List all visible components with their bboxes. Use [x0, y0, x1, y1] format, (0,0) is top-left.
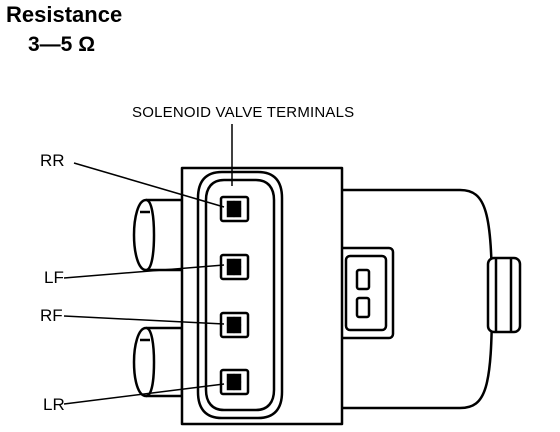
terminal-label-lr: LR [43, 395, 65, 414]
left-port-lower [132, 326, 184, 398]
body-connector [336, 246, 395, 340]
valve-output-stub [486, 256, 522, 334]
terminal-label-rr: RR [40, 151, 65, 170]
terminal-label-rf: RF [40, 306, 63, 325]
terminal-label-lf: LF [44, 268, 64, 287]
terminal-socket-rf [219, 311, 250, 339]
resistance-title: Resistance [6, 2, 123, 27]
leader-line-rr [73, 162, 225, 208]
terminal-socket-lr [219, 368, 250, 396]
resistance-value: 3—5 Ω [28, 33, 96, 56]
left-port-upper [132, 198, 184, 272]
solenoid-terminals-header: SOLENOID VALVE TERMINALS [132, 104, 355, 121]
leader-line-rf [63, 315, 225, 325]
leader-line-lf [63, 264, 225, 279]
terminal-socket-rr [219, 195, 250, 223]
leader-line-lr [63, 383, 225, 405]
terminal-socket-lf [219, 253, 250, 281]
